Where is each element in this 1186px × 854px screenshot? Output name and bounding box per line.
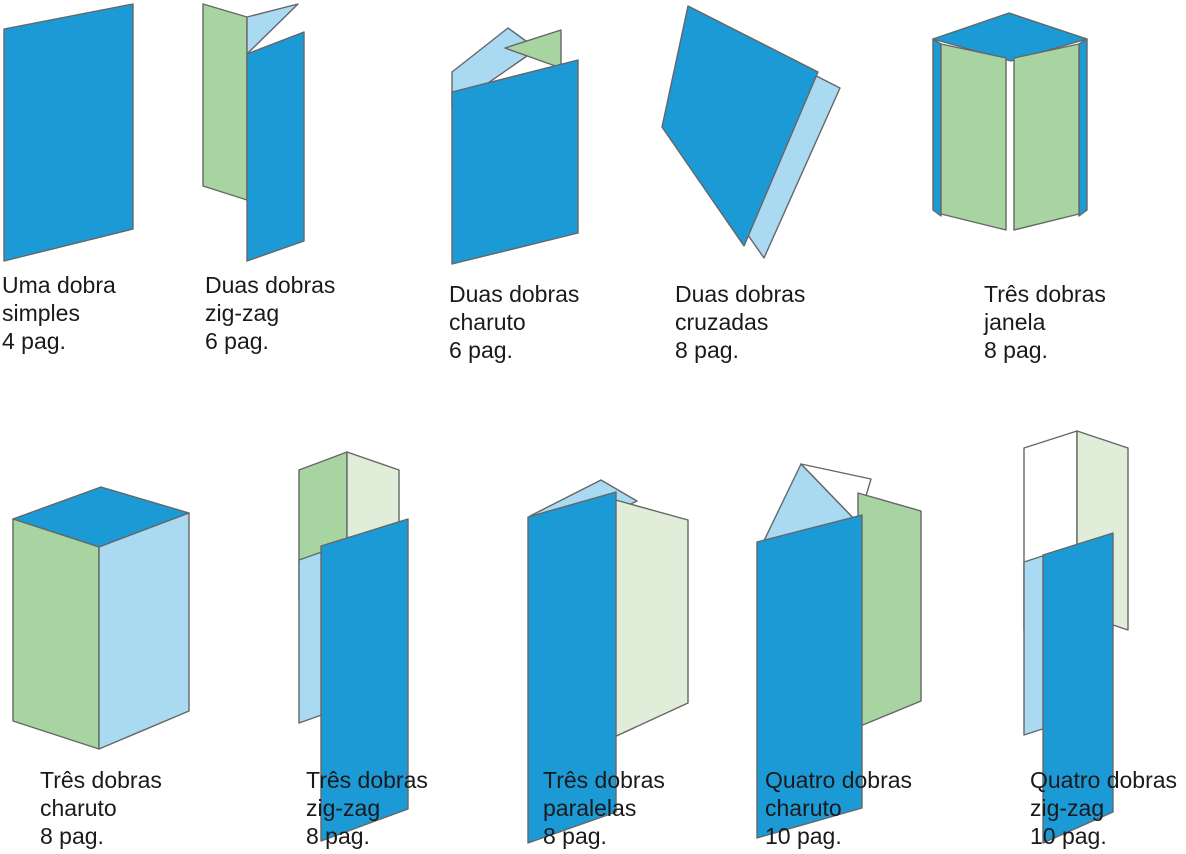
fold-illustration-quatro-dobras-zig-zag [1023, 430, 1129, 844]
fold-illustration-duas-dobras-charuto [451, 27, 579, 265]
fold-pages: 8 pag. [543, 823, 607, 849]
fold-label-line1: Quatro dobras [1030, 767, 1178, 793]
fold-label-line2: charuto [40, 795, 117, 821]
fold-illustration-duas-dobras-zig-zag [202, 3, 305, 262]
fold-label-line2: charuto [449, 309, 526, 335]
fold-label-tres-dobras-paralelas: Três dobras paralelas 8 pag. [543, 766, 783, 850]
side-panel [611, 498, 689, 739]
fold-label-line2: simples [2, 300, 80, 326]
fold-pages: 8 pag. [675, 337, 739, 363]
fold-label-duas-dobras-cruzadas: Duas dobras cruzadas 8 pag. [675, 280, 915, 364]
back-panel [202, 3, 248, 201]
fold-label-line1: Três dobras [543, 767, 665, 793]
fold-illustration-tres-dobras-charuto [12, 486, 190, 750]
fold-label-duas-dobras-charuto: Duas dobras charuto 6 pag. [449, 280, 689, 364]
fold-label-line1: Quatro dobras [765, 767, 913, 793]
side-panel [98, 512, 190, 750]
fold-pages: 6 pag. [449, 337, 513, 363]
front-panel [451, 59, 579, 265]
fold-label-tres-dobras-zig-zag: Três dobras zig-zag 8 pag. [306, 766, 546, 850]
front-panel [3, 3, 134, 262]
front-panel [756, 514, 863, 839]
fold-label-line2: charuto [765, 795, 842, 821]
fold-illustration-uma-dobra-simples [3, 3, 134, 262]
fold-label-quatro-dobras-charuto: Quatro dobras charuto 10 pag. [765, 766, 1005, 850]
fold-illustration-tres-dobras-paralelas [527, 479, 689, 844]
fold-pages: 6 pag. [205, 328, 269, 354]
fold-label-line2: zig-zag [306, 795, 381, 821]
fold-pages: 10 pag. [1030, 823, 1107, 849]
fold-label-line1: Três dobras [40, 767, 162, 793]
fold-pages: 8 pag. [984, 337, 1048, 363]
front-panel [12, 518, 100, 750]
fold-label-line1: Uma dobra [2, 272, 116, 298]
fold-label-duas-dobras-zig-zag: Duas dobras zig-zag 6 pag. [205, 271, 445, 355]
fold-label-tres-dobras-charuto: Três dobras charuto 8 pag. [40, 766, 280, 850]
fold-label-uma-dobra-simples: Uma dobra simples 4 pag. [2, 271, 242, 355]
left-edge-panel [932, 38, 942, 217]
right-edge-panel [1078, 38, 1088, 217]
front-panel [320, 518, 409, 842]
front-panel [246, 31, 305, 262]
fold-pages: 10 pag. [765, 823, 842, 849]
fold-illustration-quatro-dobras-charuto [756, 463, 922, 839]
front-panel [527, 491, 617, 844]
fold-illustration-duas-dobras-cruzadas [661, 5, 841, 259]
fold-label-line2: zig-zag [205, 300, 280, 326]
fold-label-line2: cruzadas [675, 309, 769, 335]
fold-label-line2: paralelas [543, 795, 637, 821]
fold-label-quatro-dobras-zig-zag: Quatro dobras zig-zag 10 pag. [1030, 766, 1186, 850]
left-gate-panel [940, 43, 1007, 231]
fold-pages: 8 pag. [40, 823, 104, 849]
fold-label-line1: Duas dobras [205, 272, 336, 298]
right-gate-panel [1013, 43, 1080, 231]
fold-label-tres-dobras-janela: Três dobras janela 8 pag. [984, 280, 1186, 364]
fold-label-line1: Duas dobras [449, 281, 580, 307]
fold-label-line1: Três dobras [306, 767, 428, 793]
side-panel [857, 492, 922, 728]
middle-panel [246, 3, 299, 55]
fold-pages: 4 pag. [2, 328, 66, 354]
fold-label-line1: Duas dobras [675, 281, 806, 307]
front-panel [1042, 532, 1114, 844]
fold-label-line1: Três dobras [984, 281, 1106, 307]
back-panel [504, 29, 562, 69]
fold-illustration-tres-dobras-zig-zag [298, 451, 409, 842]
fold-pages: 8 pag. [306, 823, 370, 849]
front-panel [661, 5, 819, 247]
fold-label-line2: zig-zag [1030, 795, 1105, 821]
fold-illustration-tres-dobras-janela [932, 12, 1088, 231]
fold-label-line2: janela [984, 309, 1046, 335]
